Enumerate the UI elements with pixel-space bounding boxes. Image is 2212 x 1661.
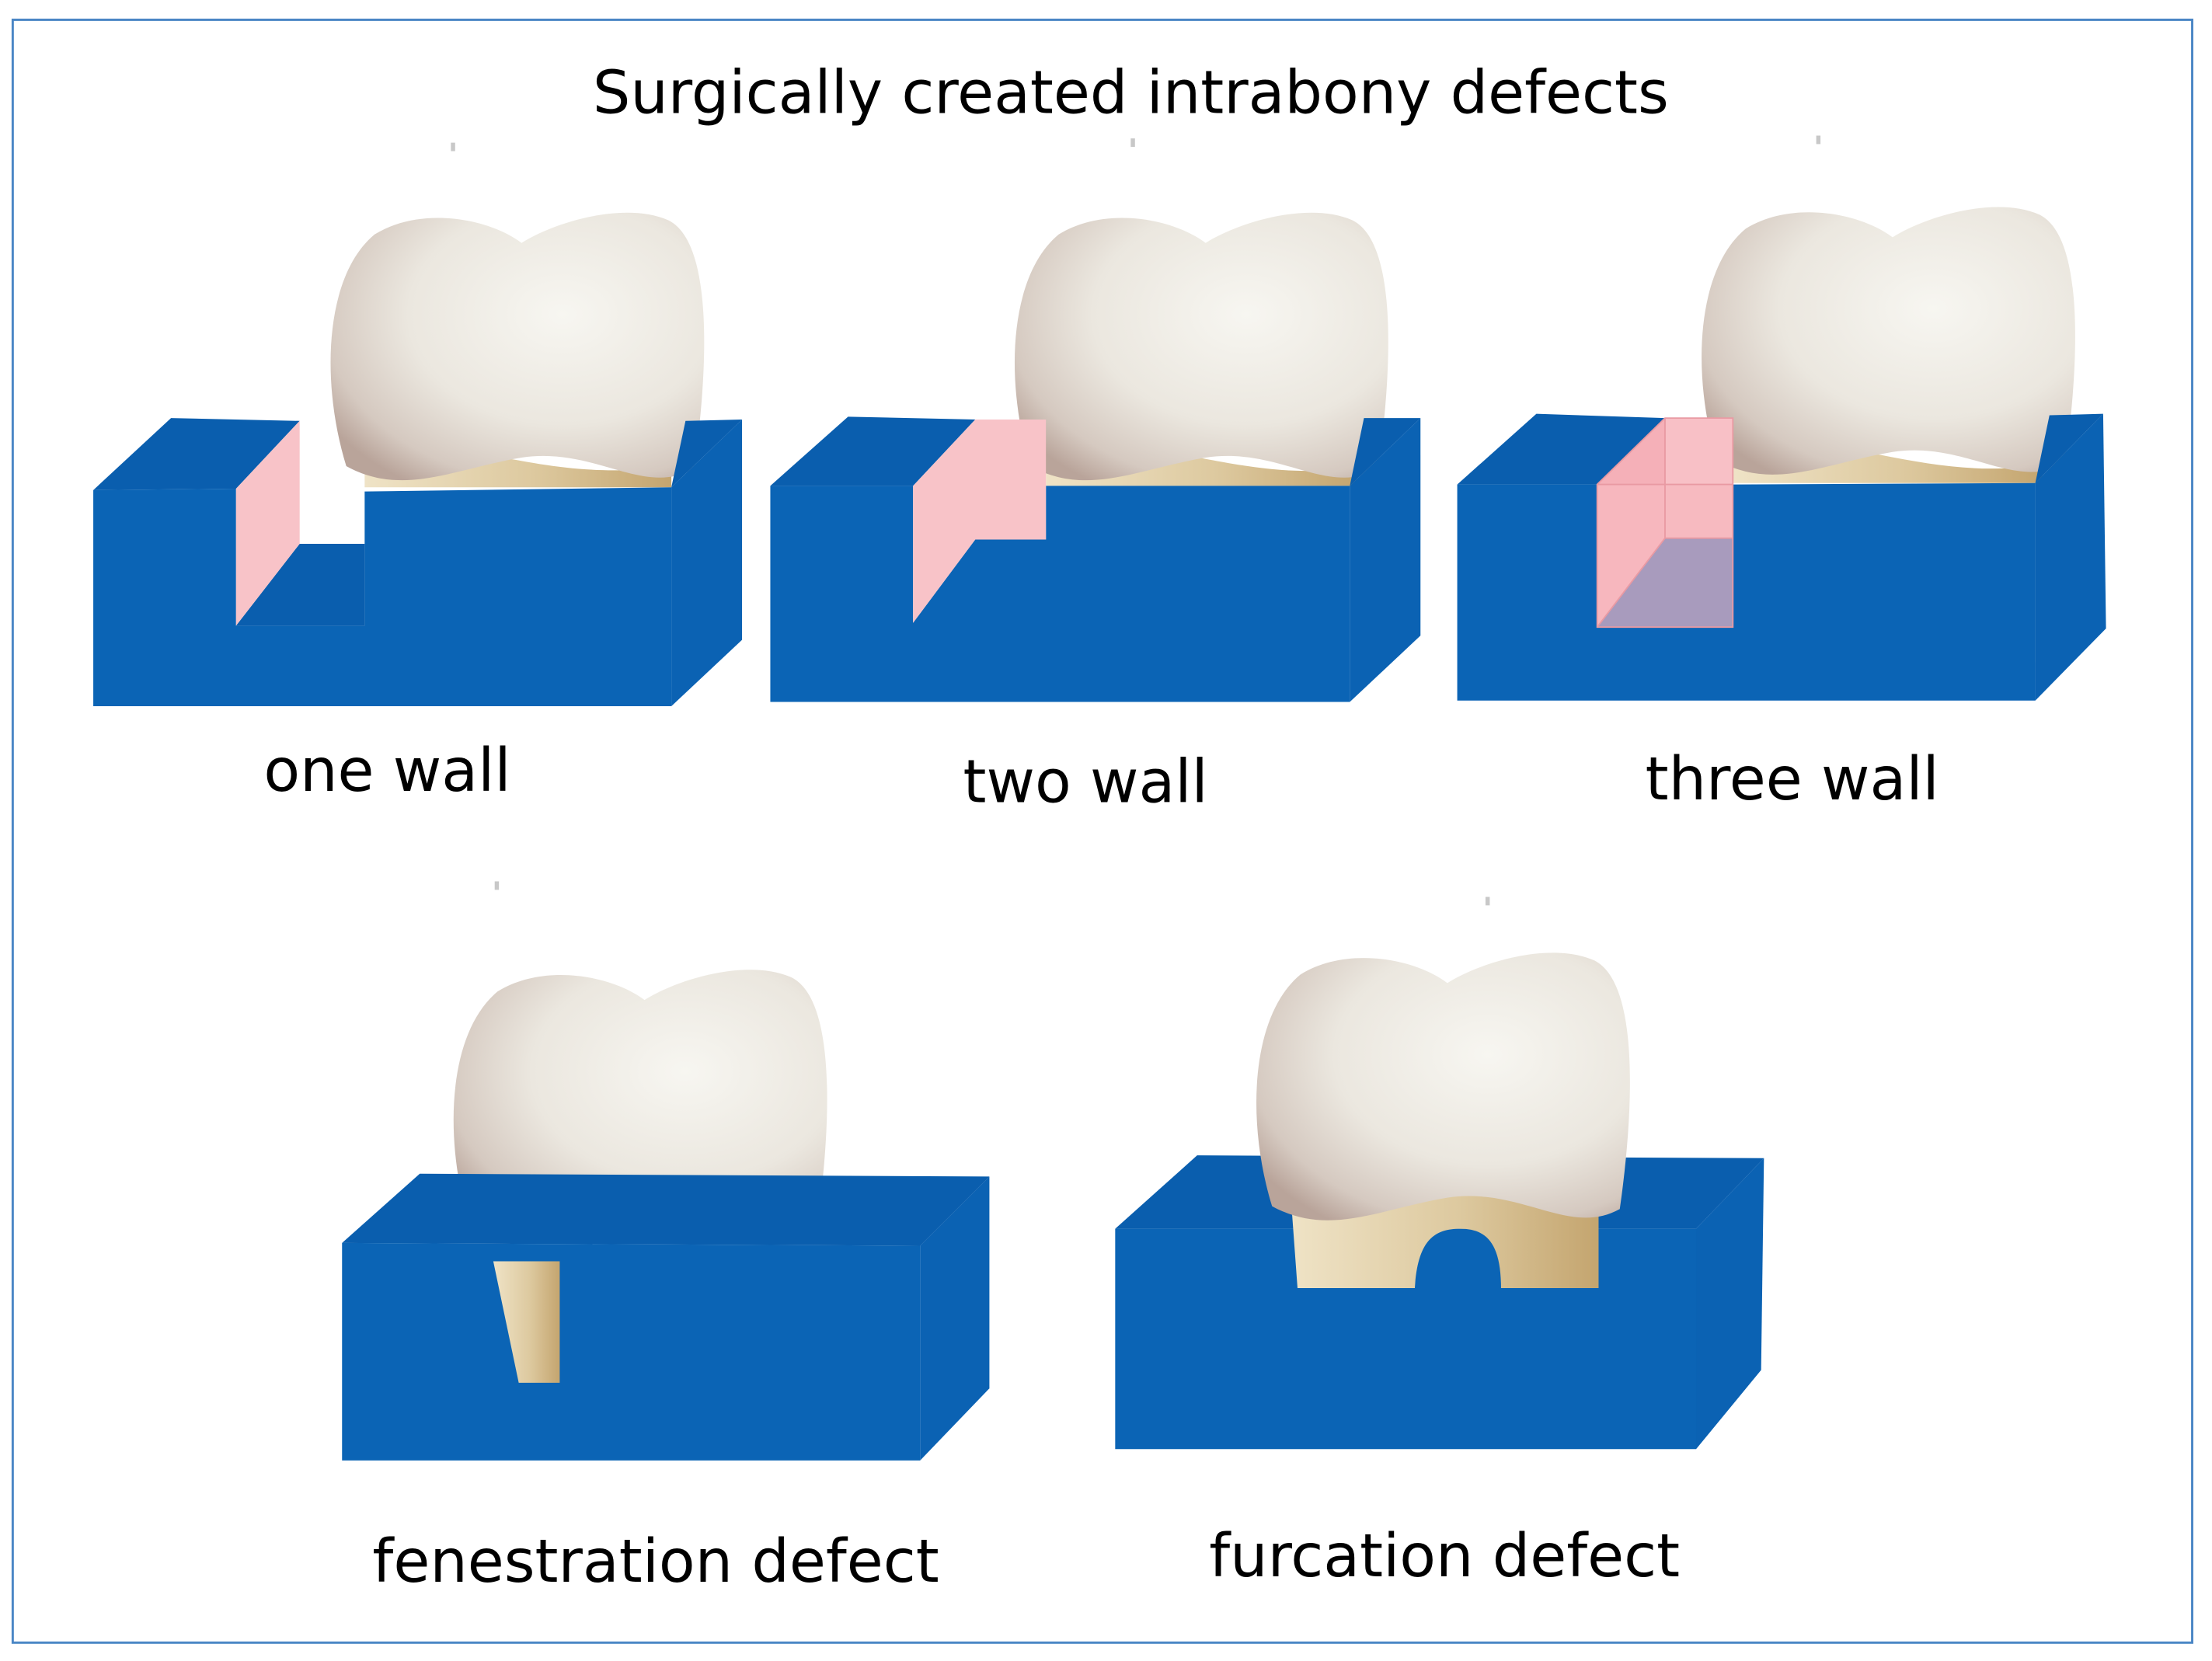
bone-block-front	[770, 486, 1350, 702]
bone-block-front	[342, 1242, 921, 1461]
panel-label: one wall	[263, 736, 510, 806]
tooth-crown	[1702, 207, 2075, 475]
panel-furcation: furcation defect	[1115, 952, 1764, 1591]
panel-fenestration: fenestration defect	[342, 970, 990, 1597]
bone-block-side	[671, 419, 743, 707]
panel-three-wall: three wall	[1457, 207, 2106, 814]
bone-block-side	[1350, 418, 1421, 702]
bone-block-top	[364, 419, 743, 492]
bone-block-front	[1457, 482, 2036, 701]
defect-wall-right	[1597, 484, 1733, 628]
defect-wall	[913, 419, 1047, 623]
defect-floor	[235, 543, 365, 626]
bone-block-side	[2035, 413, 2106, 701]
tooth-crown	[1256, 952, 1630, 1221]
defect-outline	[1596, 417, 1734, 629]
figure-frame	[11, 18, 2193, 1644]
panel-one-wall: one wall	[93, 212, 743, 806]
defect-floor	[1597, 538, 1733, 628]
bone-block-top	[1457, 413, 1665, 485]
figure-title: Surgically created intrabony defects	[593, 58, 1669, 127]
bone-block-front	[93, 487, 672, 707]
panel-label: fenestration defect	[372, 1527, 939, 1597]
panel-two-wall: two wall	[770, 212, 1421, 817]
defect-wall	[235, 420, 300, 626]
bone-block-top	[770, 416, 976, 486]
panel-label: three wall	[1646, 745, 1939, 814]
bone-block-side	[920, 1176, 990, 1461]
tick-marks	[451, 135, 1821, 906]
fenestration-window	[493, 1261, 560, 1383]
bone-block-side	[1696, 1158, 1764, 1450]
bone-block-top	[342, 1173, 990, 1246]
bone-block-top	[1046, 418, 1421, 486]
panel-label: furcation defect	[1209, 1522, 1680, 1591]
tooth-crown	[1014, 212, 1388, 481]
bone-block-top	[1733, 413, 2103, 485]
bone-block-top	[93, 418, 300, 490]
panel-label: two wall	[963, 748, 1208, 817]
tooth-crown	[330, 212, 705, 481]
